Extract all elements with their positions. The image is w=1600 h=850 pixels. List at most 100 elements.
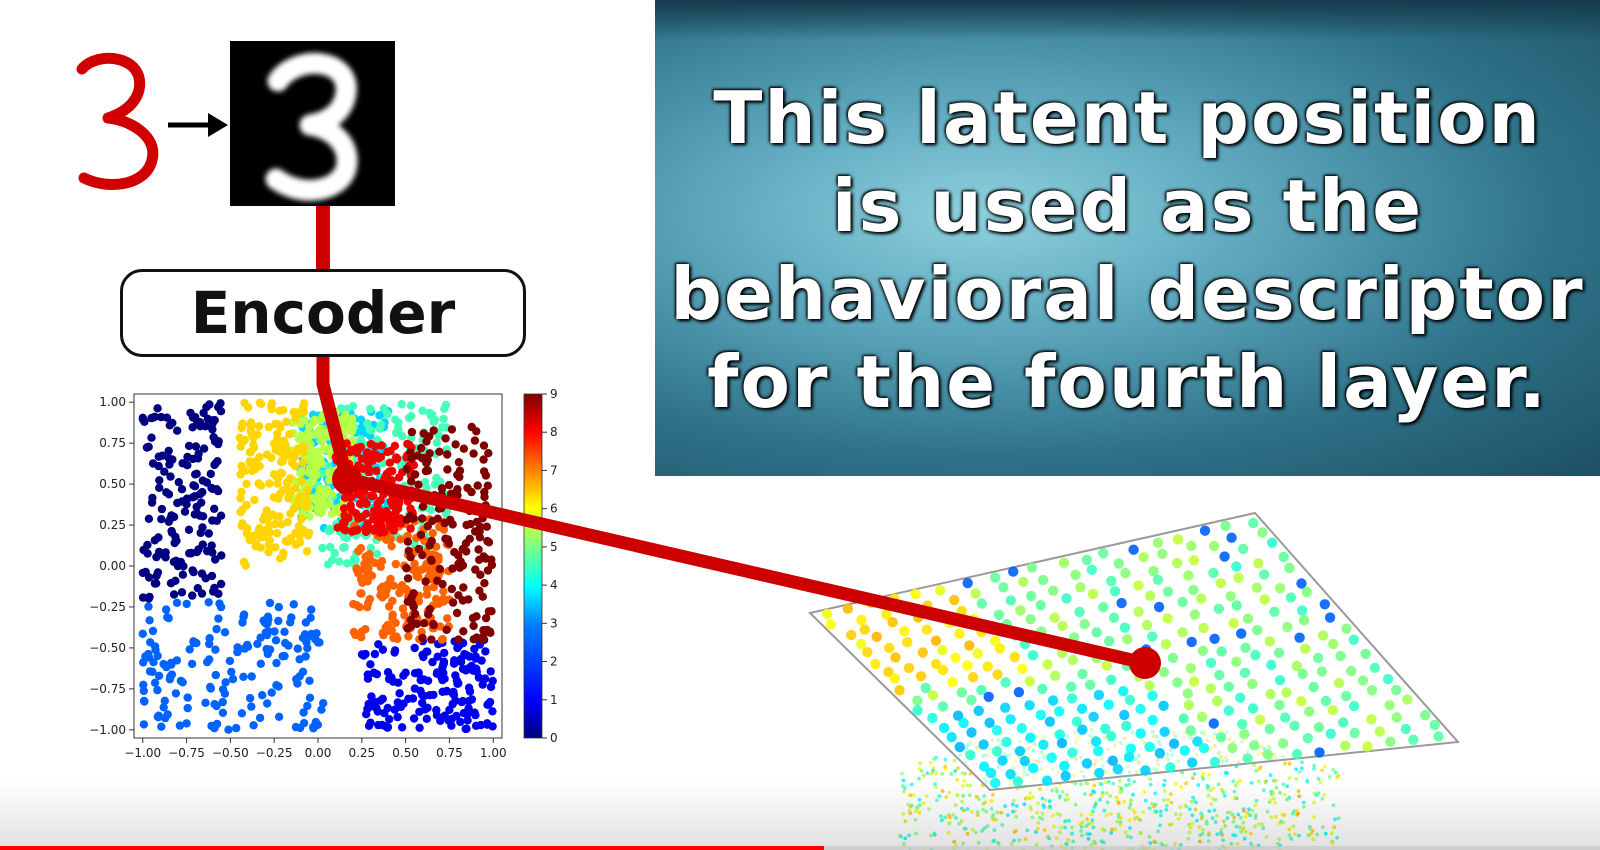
scatter-point [247, 672, 256, 681]
scatter-point [376, 496, 385, 505]
scatter-point [415, 723, 424, 732]
scatter-point [324, 526, 333, 536]
background-particle [921, 801, 926, 806]
plane-point [1148, 565, 1159, 577]
plane-point [1113, 558, 1124, 569]
background-particle [1011, 802, 1015, 807]
scatter-point [284, 493, 293, 503]
plane-point [1165, 762, 1176, 773]
scatter-point [259, 532, 268, 542]
background-particle [1090, 821, 1094, 826]
background-particle [1232, 815, 1237, 820]
scatter-point [206, 682, 215, 692]
plane-point [1024, 700, 1035, 711]
background-particle [901, 778, 906, 783]
headline: This latent position is used as the beha… [655, 74, 1600, 426]
background-particle [1221, 790, 1226, 795]
scatter-point [302, 547, 312, 556]
colorbar-tick-label: 6 [550, 502, 558, 516]
plane-point [1302, 733, 1313, 744]
plane-point [978, 739, 989, 750]
background-particle [1294, 777, 1299, 781]
background-particle [1187, 830, 1192, 835]
scatter-point [283, 517, 292, 527]
scatter-point [199, 444, 209, 453]
plane-point [1025, 614, 1036, 625]
background-particle [1079, 812, 1084, 817]
title-panel: This latent position is used as the beha… [655, 0, 1600, 476]
scatter-point [406, 524, 415, 533]
plane-point [1076, 703, 1088, 714]
background-particle [1281, 782, 1286, 787]
scatter-point [198, 523, 207, 532]
scatter-point [458, 561, 468, 570]
plane-point [1147, 631, 1158, 642]
background-particle [934, 771, 939, 776]
scatter-point [336, 474, 345, 483]
plane-point [1420, 709, 1431, 721]
plane-point [1091, 627, 1102, 638]
background-particle [1333, 770, 1338, 775]
plane-point [1360, 648, 1371, 659]
background-particle [1302, 805, 1306, 809]
background-particle [1153, 791, 1158, 796]
background-particle [952, 758, 957, 763]
plane-point [884, 642, 895, 654]
scatter-point [437, 490, 446, 499]
scatter-point [387, 542, 396, 551]
plane-point [887, 617, 898, 628]
scatter-point [295, 492, 304, 502]
scatter-point [487, 607, 496, 616]
scatter-point [328, 555, 337, 565]
background-particle [1322, 764, 1327, 769]
background-particle [1312, 767, 1316, 771]
scatter-point [367, 692, 376, 701]
scatter-point [221, 678, 230, 687]
scatter-point [232, 723, 241, 733]
scatter-point [211, 645, 220, 654]
plane-point [1433, 731, 1444, 742]
scatter-point [170, 538, 179, 548]
scatter-point [186, 408, 195, 418]
background-particle [1279, 819, 1284, 824]
background-particle [1190, 821, 1194, 826]
background-particle [1231, 779, 1235, 784]
scatter-point [183, 693, 192, 702]
background-particle [989, 806, 994, 811]
progress-bar[interactable] [0, 846, 1600, 850]
scatter-point [376, 452, 386, 461]
scatter-point [448, 598, 458, 607]
y-tick-label: −0.50 [89, 641, 126, 655]
plane-point [1038, 739, 1049, 750]
scatter-point [464, 683, 474, 692]
background-particle [1091, 825, 1096, 830]
scatter-point [224, 725, 233, 734]
background-particle [1297, 769, 1302, 774]
background-particle [1260, 822, 1264, 827]
background-particle [1242, 836, 1247, 841]
background-particle [1220, 833, 1224, 837]
scatter-point [285, 430, 294, 439]
plane-point [889, 673, 901, 684]
background-particle [927, 807, 931, 811]
scatter-point [364, 699, 373, 709]
scatter-point [144, 573, 154, 582]
scatter-point [201, 698, 210, 707]
background-particle [1201, 828, 1205, 832]
background-particle [1158, 809, 1163, 814]
scatter-point [182, 599, 191, 609]
scatter-point [210, 504, 219, 513]
background-particle [955, 793, 960, 798]
plane-point [1046, 752, 1057, 763]
scatter-point [299, 408, 308, 417]
plane-point [1091, 653, 1102, 664]
background-particle [937, 794, 942, 798]
scatter-point [237, 423, 246, 433]
scatter-point [282, 417, 291, 426]
scatter-point [192, 638, 201, 648]
background-particle [1148, 841, 1153, 845]
background-particle [1118, 779, 1122, 783]
plane-point [1242, 613, 1254, 624]
scatter-point [238, 465, 247, 474]
